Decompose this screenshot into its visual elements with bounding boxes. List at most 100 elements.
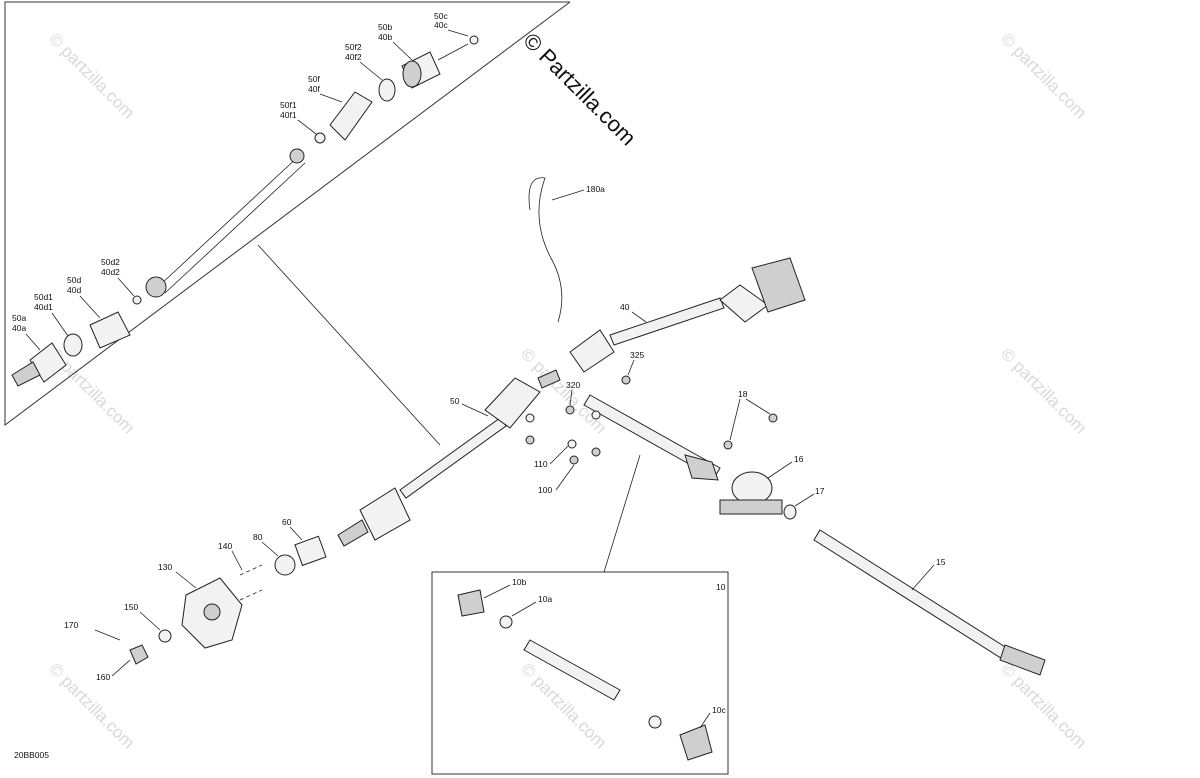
nut-100 xyxy=(569,455,579,465)
callout-label: 50c xyxy=(434,11,448,21)
circlip-50c xyxy=(469,35,479,45)
outer-spline-50a xyxy=(11,361,41,387)
washer-110 xyxy=(591,410,601,420)
bolt-18 xyxy=(723,440,733,450)
diagram-code: 20BB005 xyxy=(14,750,49,760)
rear-propshaft-15 xyxy=(813,529,1011,661)
inner-joint-40 xyxy=(569,329,615,373)
callout-label: 40c xyxy=(434,20,448,30)
hub-bore xyxy=(203,603,221,621)
callout-label: 40f xyxy=(308,84,320,94)
callout-label: 50d2 xyxy=(101,257,120,267)
nut-160 xyxy=(129,644,149,665)
boot-50d xyxy=(89,311,131,349)
callout-label: 40d1 xyxy=(34,302,53,312)
watermark: © partzilla.com xyxy=(997,659,1090,752)
callout-label: 18 xyxy=(738,389,748,399)
detail-frame-cv-joints xyxy=(4,1,571,426)
circlip-80 xyxy=(274,554,296,576)
callout-label: 50f2 xyxy=(345,42,362,52)
callout-label: 170 xyxy=(64,620,78,630)
washer-150 xyxy=(158,629,172,643)
watermark: © partzilla.com xyxy=(997,344,1090,437)
boot-50f xyxy=(329,91,373,141)
clamp-50d1 xyxy=(63,333,83,357)
cotter-pin-170 xyxy=(94,629,121,641)
washer-110 xyxy=(567,439,577,449)
watermark: © partzilla.com xyxy=(997,29,1090,122)
propshaft-assembly xyxy=(525,375,1046,676)
nut-100 xyxy=(525,435,535,445)
bolt-320 xyxy=(565,405,575,415)
detail-frame-propshaft xyxy=(431,571,729,775)
inner-joint-cup xyxy=(402,60,422,88)
callout-label: 60 xyxy=(282,517,292,527)
callout-label: 80 xyxy=(253,532,263,542)
callout-label: 17 xyxy=(815,486,825,496)
nut-100 xyxy=(591,447,601,457)
callout-label: 50b xyxy=(378,22,392,32)
yoke-10b xyxy=(457,589,485,617)
watermark: © partzilla.com xyxy=(45,659,138,752)
detail-leader xyxy=(257,244,441,446)
washer-110 xyxy=(525,413,535,423)
callout-label: 10 xyxy=(716,582,726,592)
shaft-40 xyxy=(609,297,725,346)
callouts: 50c 40c 50b 40b 50f2 40f2 50f 40f 50f1 4… xyxy=(12,11,946,760)
boot-50 xyxy=(484,377,541,429)
cross-10a xyxy=(499,615,513,629)
callout-label: 50d1 xyxy=(34,292,53,302)
callout-label: 40a xyxy=(12,323,26,333)
bearing-60 xyxy=(294,535,327,567)
callout-label: 50f1 xyxy=(280,100,297,110)
shaft-50 xyxy=(399,417,507,499)
bolt-18 xyxy=(768,413,778,423)
watermark: © partzilla.com xyxy=(45,29,138,122)
main-drive-axle xyxy=(337,177,806,547)
clamp-50f1 xyxy=(314,132,326,144)
callout-label: 40b xyxy=(378,32,392,42)
callout-label: 130 xyxy=(158,562,172,572)
bolt-325 xyxy=(621,375,631,385)
callout-label: 50d xyxy=(67,275,81,285)
callout-label: 10c xyxy=(712,705,726,715)
spider-hub xyxy=(289,148,305,164)
yoke-10c xyxy=(679,724,713,761)
callout-label: 320 xyxy=(566,380,580,390)
callout-label: 10b xyxy=(512,577,526,587)
hub-assembly xyxy=(94,535,327,665)
propshaft-tube-10 xyxy=(523,639,621,701)
callout-label: 50a xyxy=(12,313,26,323)
callout-label: 50 xyxy=(450,396,460,406)
callout-label: 40d2 xyxy=(101,267,120,277)
spline-50 xyxy=(337,519,369,547)
clamp-50f2 xyxy=(378,78,396,102)
callout-label: 325 xyxy=(630,350,644,360)
detail-leader xyxy=(603,454,641,573)
carrier-mount-16 xyxy=(719,499,783,515)
callout-label: 180a xyxy=(586,184,605,194)
detail-shaft xyxy=(159,154,301,286)
wire-180a xyxy=(528,177,563,323)
detail-axle-exploded xyxy=(11,35,479,387)
wheel-flange-40 xyxy=(751,257,806,313)
yoke-10 xyxy=(684,454,719,481)
oring-17 xyxy=(783,504,797,520)
callout-label: 160 xyxy=(96,672,110,682)
callout-label: 15 xyxy=(936,557,946,567)
outer-joint-50 xyxy=(359,487,411,541)
callout-label: 40d xyxy=(67,285,81,295)
tripod-joint xyxy=(145,276,167,298)
detail-propshaft-exploded xyxy=(457,589,713,761)
watermark: © partzilla.com xyxy=(517,659,610,752)
callout-label: 40f2 xyxy=(345,52,362,62)
callout-label: 16 xyxy=(794,454,804,464)
callout-label: 140 xyxy=(218,541,232,551)
clamp-50d2 xyxy=(132,295,142,305)
callout-label: 40f1 xyxy=(280,110,297,120)
carrier-bearing-16 xyxy=(731,471,773,505)
brand-text: © Partzilla.com xyxy=(518,28,641,151)
callout-label: 50f xyxy=(308,74,320,84)
yoke-15 xyxy=(999,644,1046,676)
